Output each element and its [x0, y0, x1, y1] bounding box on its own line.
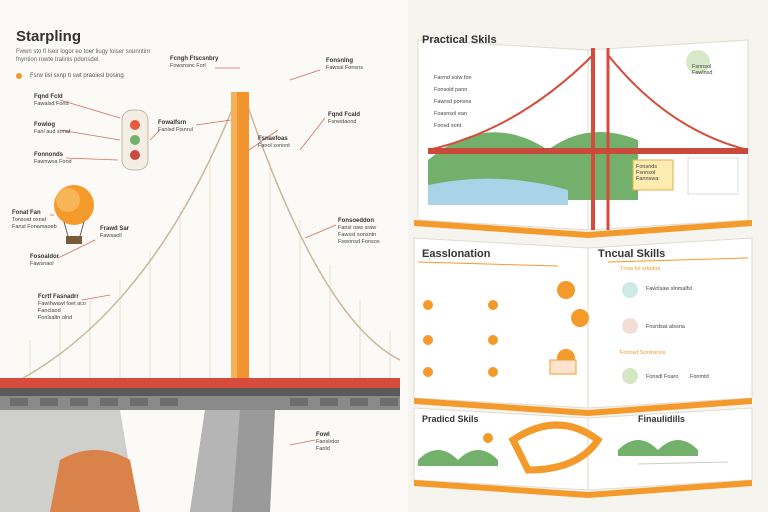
callout-note: Fonsnds Fsnnsol Fannswa: [636, 164, 659, 182]
book4-title: Pradicd Skils: [422, 414, 479, 424]
bullet-dot-icon: [16, 73, 22, 79]
book3-title: Tncual Skills: [598, 248, 666, 260]
book3-item-1: Fawrlsaw slnmalfsl: [646, 286, 693, 292]
book1-title: Practical Skils: [422, 34, 497, 46]
book5-title: Finaulidills: [638, 414, 686, 424]
intro-text: Fsrw tisl sxnp ti swt praoiesl bosing: [30, 73, 124, 79]
book3-item-3: Fonsdl Foaro: [646, 374, 679, 380]
callout-note-2: Fsnnsol Fawlnsd: [692, 64, 713, 76]
page-title: Starpling: [16, 28, 82, 45]
book3-item-2: Fnsrdsat alssna: [646, 324, 685, 330]
book3-heading-2: Fonnsd Sonlnsnns: [620, 350, 666, 356]
page-subtitle: Fwwn sto fl lseir logor eo toer liugy lo…: [16, 49, 151, 63]
book-illustrations: [413, 39, 753, 498]
book3-heading: Tnsw fol srtudna: [620, 266, 661, 272]
right-book-panel: Practical Skils Farmd solw fon Fonsold p…: [408, 0, 768, 512]
book1-item-5: Fonsd sont: [434, 123, 462, 129]
book1-item-2: Fonsold pann: [434, 87, 468, 93]
book2-title: Easslonation: [422, 248, 491, 260]
left-infographic-panel: Starpling Fwwn sto fl lseir logor eo toe…: [0, 28, 400, 512]
bridge-illustration: [0, 67, 400, 512]
book3-item-4: Fonmtd: [690, 374, 709, 380]
book1-item-1: Farmd solw fon: [434, 75, 472, 81]
book1-item-3: Fawrsd ponsns: [434, 99, 472, 105]
book1-item-4: Foasnsol ean: [434, 111, 468, 117]
